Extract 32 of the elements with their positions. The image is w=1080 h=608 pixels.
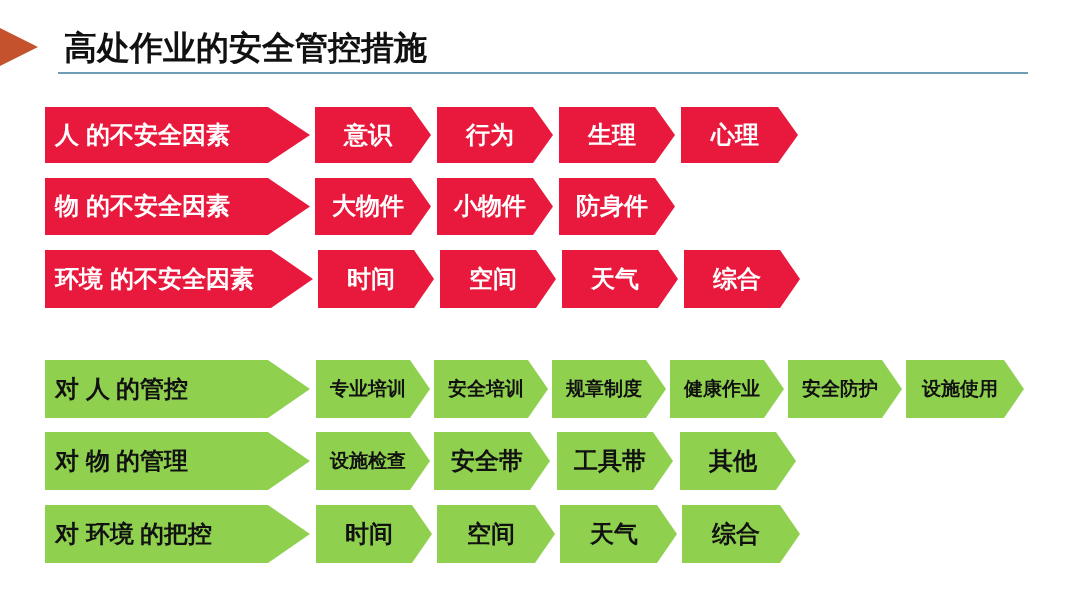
control-item-banner: 空间 (437, 505, 555, 563)
risk-item-banner: 小物件 (437, 178, 553, 235)
control-item-banner: 设施检查 (316, 432, 430, 490)
risk-item-banner: 天气 (562, 250, 678, 308)
control-item-banner: 时间 (316, 505, 432, 563)
control-item-banner: 安全带 (434, 432, 550, 490)
slide-title: 高处作业的安全管控措施 (64, 28, 427, 68)
control-item-banner: 规章制度 (552, 360, 666, 418)
risk-factor-banner: 人 的不安全因素 (45, 107, 310, 163)
control-item-banner: 安全培训 (434, 360, 548, 418)
risk-item-banner: 时间 (318, 250, 434, 308)
control-item-banner: 设施使用 (906, 360, 1024, 418)
risk-item-banner: 生理 (559, 107, 675, 163)
control-item-banner: 其他 (680, 432, 796, 490)
risk-item-banner: 大物件 (315, 178, 431, 235)
risk-factor-banner: 物 的不安全因素 (45, 178, 310, 235)
risk-item-banner: 意识 (315, 107, 431, 163)
risk-item-banner: 防身件 (559, 178, 675, 235)
control-item-banner: 综合 (682, 505, 800, 563)
control-item-banner: 专业培训 (316, 360, 430, 418)
control-measure-banner: 对 物 的管理 (45, 432, 310, 490)
control-item-banner: 天气 (560, 505, 677, 563)
control-item-banner: 工具带 (557, 432, 673, 490)
control-measure-banner: 对 环境 的把控 (45, 505, 310, 563)
risk-item-banner: 心理 (681, 107, 798, 163)
risk-item-banner: 行为 (437, 107, 553, 163)
risk-item-banner: 空间 (440, 250, 556, 308)
risk-item-banner: 综合 (684, 250, 800, 308)
control-measure-banner: 对 人 的管控 (45, 360, 310, 418)
control-item-banner: 健康作业 (670, 360, 784, 418)
risk-factor-banner: 环境 的不安全因素 (45, 250, 313, 308)
control-item-banner: 安全防护 (788, 360, 902, 418)
